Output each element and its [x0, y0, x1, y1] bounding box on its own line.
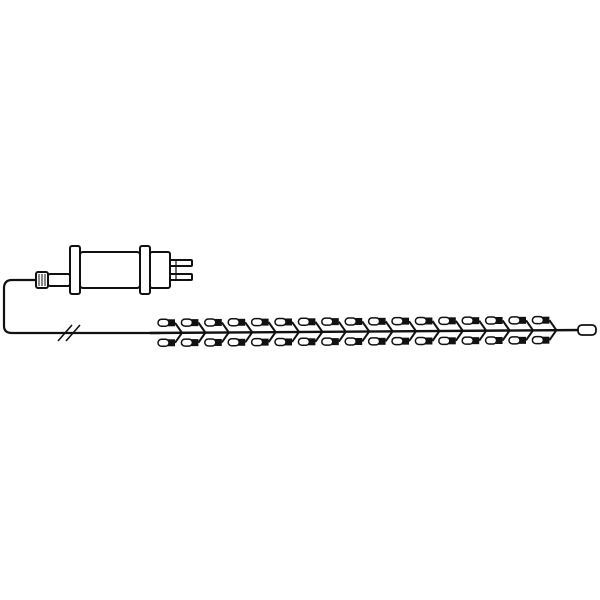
led-lower-6	[274, 331, 300, 347]
transformer-body	[79, 251, 141, 289]
led-upper-2	[180, 318, 207, 334]
plug-prong-bottom	[169, 273, 193, 281]
led-upper-8	[321, 317, 347, 333]
led-upper-3	[204, 318, 230, 334]
led-lower-7	[297, 331, 324, 347]
led-upper-9	[344, 317, 371, 333]
plug-prong-top	[169, 259, 193, 267]
led-row-upper	[157, 315, 558, 334]
strain-relief	[47, 273, 71, 287]
led-upper-5	[250, 317, 277, 333]
power-lead-cable	[2, 278, 160, 335]
led-upper-1	[157, 318, 183, 334]
led-lower-2	[180, 332, 207, 347]
led-lower-15	[484, 329, 511, 345]
led-lower-10	[367, 330, 394, 346]
led-lower-1	[157, 332, 183, 348]
led-row-lower	[157, 329, 558, 348]
cable-break-marks	[57, 324, 81, 342]
end-cap	[577, 324, 597, 336]
led-upper-12	[414, 316, 441, 332]
led-lower-16	[508, 329, 534, 345]
led-lower-13	[438, 330, 464, 346]
led-upper-10	[367, 317, 394, 332]
main-led-cable	[149, 328, 583, 335]
led-lower-17	[531, 329, 558, 345]
transformer-right-collar	[139, 245, 151, 295]
led-upper-17	[531, 315, 558, 331]
plug-head	[149, 251, 171, 289]
led-lower-4	[227, 331, 254, 347]
plug-transformer	[35, 245, 193, 295]
led-lower-12	[414, 330, 441, 346]
led-lower-8	[321, 331, 347, 346]
led-lower-5	[250, 331, 277, 347]
led-lower-9	[344, 330, 371, 346]
led-upper-7	[297, 317, 324, 333]
led-upper-13	[438, 316, 464, 332]
led-upper-14	[461, 316, 488, 332]
led-upper-16	[508, 316, 534, 331]
led-lower-14	[461, 330, 488, 345]
led-upper-4	[227, 318, 254, 333]
led-upper-6	[274, 317, 300, 333]
transformer-left-collar	[69, 245, 81, 295]
led-lower-3	[204, 331, 230, 347]
led-upper-11	[391, 316, 417, 332]
led-upper-15	[484, 316, 511, 332]
led-lower-11	[391, 330, 417, 346]
